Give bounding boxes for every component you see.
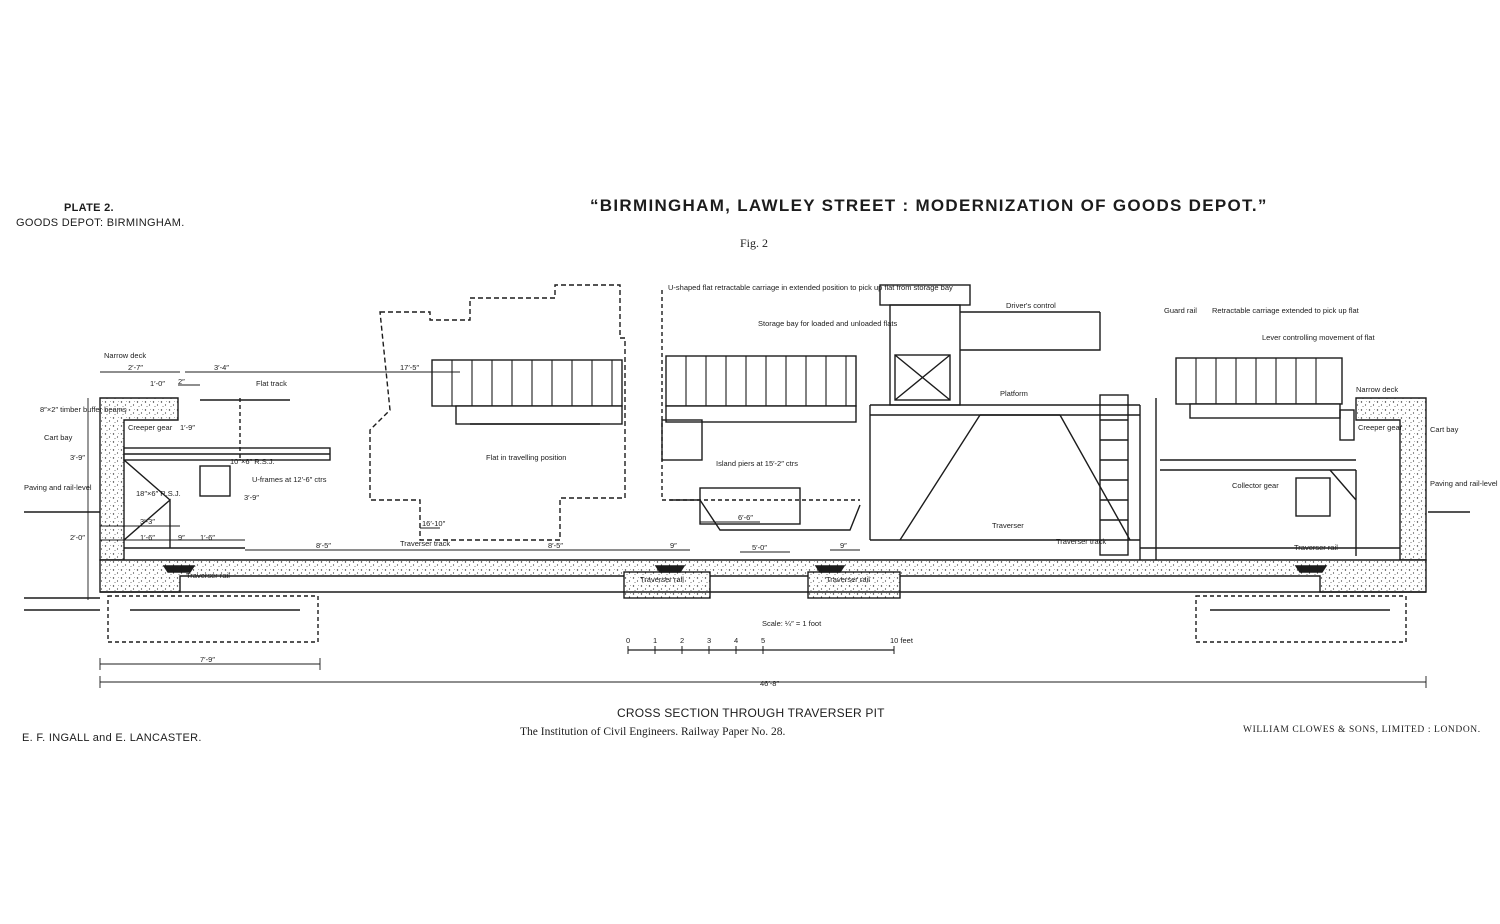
institution-credit: The Institution of Civil Engineers. Rail…	[520, 726, 786, 738]
dim-1-9: 1′-9″	[180, 423, 195, 432]
label-lever-controlling: Lever controlling movement of flat	[1262, 333, 1375, 342]
dim-5-0: 5′-0″	[752, 543, 767, 552]
label-storage-bay: Storage bay for loaded and unloaded flat…	[758, 319, 898, 328]
dimension-labels: 2′-7″ 1′-0″ 2″ 3′-4″ 17′-5″ 1′-9″ 3′-9″ …	[70, 363, 847, 688]
label-creeper-gear-right: Creeper gear	[1358, 423, 1403, 432]
plate-number: PLATE 2.	[64, 202, 114, 214]
label-creeper-gear-left: Creeper gear	[128, 423, 173, 432]
scale-tick-4: 4	[734, 636, 738, 645]
dim-1-6a: 1′-6″	[140, 533, 155, 542]
dim-9c: 9″	[840, 541, 847, 550]
scale-tick-1: 1	[653, 636, 657, 645]
scale-bar: Scale: ¼″ = 1 foot 0 1 2 3 4 5 10 feet	[626, 619, 914, 654]
dim-2: 2″	[178, 377, 185, 386]
label-platform: Platform	[1000, 389, 1028, 398]
dim-8-5b: 8′-5″	[548, 541, 563, 550]
label-traverser-track-left: Traverser track	[400, 539, 450, 548]
label-flat-travelling: Flat in travelling position	[486, 453, 566, 462]
label-retractable-carriage: Retractable carriage extended to pick up…	[1212, 306, 1360, 315]
label-traverser-rail-left: Traverser rail	[186, 571, 230, 580]
scale-tick-2: 2	[680, 636, 684, 645]
label-paving-left: Paving and rail-level	[24, 483, 92, 492]
scale-tick-5: 5	[761, 636, 765, 645]
dim-9b: 9″	[670, 541, 677, 550]
label-timber-beams: 8″×2″ timber buffer beams	[40, 405, 127, 414]
label-u-shaped-flat: U-shaped flat retractable carriage in ex…	[668, 283, 953, 292]
dim-7-9: 7′-9″	[200, 655, 215, 664]
dim-16-10: 16′-10″	[422, 519, 446, 528]
dim-9: 9″	[178, 533, 185, 542]
label-u-frames: U-frames at 12′-6″ ctrs	[252, 475, 327, 484]
label-traverser-track-right: Traverser track	[1056, 537, 1106, 546]
dim-8-5a: 8′-5″	[316, 541, 331, 550]
label-island-piers: Island piers at 15′-2″ ctrs	[716, 459, 798, 468]
drawing-caption: CROSS SECTION THROUGH TRAVERSER PIT	[617, 706, 885, 720]
dim-2-0: 2′-0″	[70, 533, 85, 542]
dim-3-4: 3′-4″	[214, 363, 229, 372]
printer-credit: WILLIAM CLOWES & SONS, LIMITED : LONDON.	[1243, 725, 1481, 735]
label-collector-gear: Collector gear	[1232, 481, 1279, 490]
scale-tick-3: 3	[707, 636, 711, 645]
page-title: “BIRMINGHAM, LAWLEY STREET : MODERNIZATI…	[590, 196, 1268, 215]
label-traverser-rail-right: Traverser rail	[1294, 543, 1338, 552]
label-narrow-deck-right: Narrow deck	[1356, 385, 1398, 394]
annotation-labels: Narrow deck 8″×2″ timber buffer beams Cr…	[24, 283, 1498, 584]
label-rsj-top: 10″×6″ R.S.J.	[230, 457, 275, 466]
dimension-lines	[50, 371, 1427, 688]
label-cart-bay-right: Cart bay	[1430, 425, 1459, 434]
depot-name: GOODS DEPOT: BIRMINGHAM.	[16, 217, 185, 229]
scale-tick-10: 10 feet	[890, 636, 914, 645]
label-rsj-bottom: 18″×6″ R.S.J.	[136, 489, 181, 498]
label-drivers-control: Driver's control	[1006, 301, 1056, 310]
dim-17-5: 17′-5″	[400, 363, 419, 372]
authors: E. F. INGALL and E. LANCASTER.	[22, 732, 202, 744]
dim-1-6b: 1′-6″	[200, 533, 215, 542]
label-traverser: Traverser	[992, 521, 1024, 530]
figure-number: Fig. 2	[740, 236, 769, 250]
label-traverser-rail-mid2: Traverser rail	[826, 575, 870, 584]
dim-3-3: 3′-3″	[140, 517, 155, 526]
dim-6-6: 6′-6″	[738, 513, 753, 522]
label-paving-right: Paving and rail-level	[1430, 479, 1498, 488]
label-traverser-rail-mid1: Traverser rail	[640, 575, 684, 584]
label-cart-bay-left: Cart bay	[44, 433, 73, 442]
structure-lines	[24, 284, 1470, 643]
dim-3-9b: 3′-9″	[244, 493, 259, 502]
dim-1-0: 1′-0″	[150, 379, 165, 388]
label-flat-track: Flat track	[256, 379, 287, 388]
dim-3-9: 3′-9″	[70, 453, 85, 462]
label-guard-rail: Guard rail	[1164, 306, 1197, 315]
scale-label: Scale: ¼″ = 1 foot	[762, 619, 822, 628]
label-narrow-deck-left: Narrow deck	[104, 351, 146, 360]
scale-tick-0: 0	[626, 636, 630, 645]
dim-46-8: 46′-8″	[760, 679, 779, 688]
dim-2-7: 2′-7″	[128, 363, 143, 372]
